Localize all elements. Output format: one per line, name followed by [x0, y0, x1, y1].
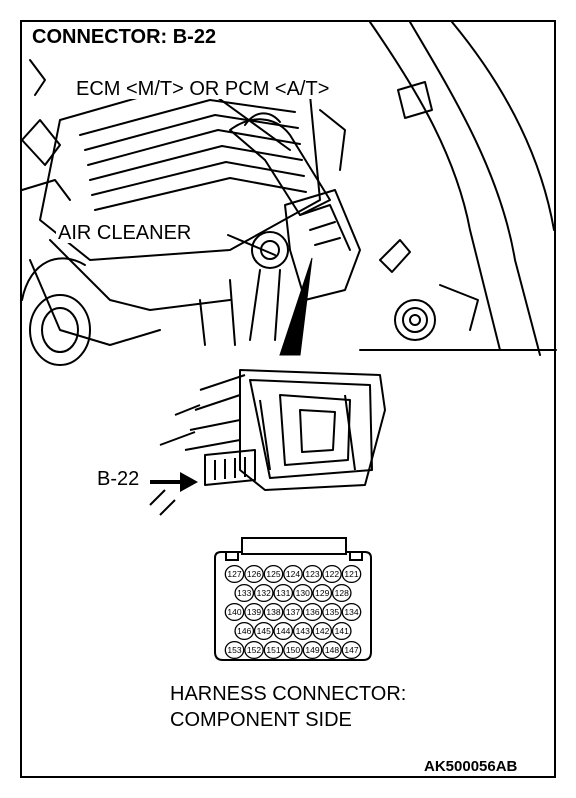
pin-cavity	[341, 564, 362, 584]
strut-bolt	[394, 299, 436, 341]
pin-number: 124	[286, 569, 300, 579]
pin-number: 139	[247, 607, 261, 617]
pin-number: 148	[325, 645, 339, 655]
pin-cavity	[302, 640, 323, 660]
pin-number: 146	[237, 626, 251, 636]
connector-latch	[241, 537, 347, 555]
pin-number: 131	[276, 588, 290, 598]
harness-label-line2: COMPONENT SIDE	[170, 709, 352, 731]
pin-number: 138	[266, 607, 280, 617]
pin-cavity	[273, 621, 294, 641]
b22-arrow	[150, 472, 198, 492]
pin-cavity	[292, 621, 313, 641]
pin-number: 127	[227, 569, 241, 579]
fender-line	[369, 21, 501, 351]
pin-number: 126	[247, 569, 261, 579]
pin-cavity	[312, 583, 333, 603]
pin-cavity	[244, 640, 264, 660]
pin-number: 132	[257, 588, 271, 598]
pin-cavity	[312, 621, 333, 641]
pin-number: 134	[344, 607, 358, 617]
pin-cavity	[283, 564, 303, 584]
pin-number: 136	[305, 607, 319, 617]
pin-number: 129	[315, 588, 329, 598]
pin-cavity	[331, 583, 352, 603]
pin-cavity	[341, 640, 362, 660]
pin-number: 141	[335, 626, 349, 636]
pin-number: 140	[227, 607, 241, 617]
harness-label-line1: HARNESS CONNECTOR:	[170, 683, 407, 705]
pin-number: 149	[305, 645, 319, 655]
pin-cavity	[322, 602, 342, 622]
pin-cavity	[341, 602, 362, 622]
pin-cavity	[331, 621, 352, 641]
pin-cavity	[244, 602, 264, 622]
pin-cavity	[283, 640, 303, 660]
connector-callout-label: B-22	[97, 468, 140, 490]
pin-cavity	[263, 602, 284, 622]
pin-number: 133	[237, 588, 251, 598]
connector-pins: 127 126 125 124 123 122 121 133 132 131 130 129 128 1…	[224, 564, 362, 660]
pin-number: 137	[286, 607, 300, 617]
pin-cavity	[253, 621, 274, 641]
pin-number: 121	[344, 569, 358, 579]
pin-number: 142	[315, 626, 329, 636]
pin-cavity	[292, 583, 313, 603]
pin-cavity	[263, 564, 284, 584]
pin-cavity	[253, 583, 274, 603]
pin-number: 123	[305, 569, 319, 579]
pin-number: 125	[266, 569, 280, 579]
pin-cavity	[224, 640, 245, 660]
pin-number: 153	[227, 645, 241, 655]
pin-number: 151	[266, 645, 280, 655]
ecm-box	[284, 189, 361, 301]
pin-number: 144	[276, 626, 290, 636]
pin-number: 145	[257, 626, 271, 636]
pin-cavity	[302, 564, 323, 584]
intake-duct	[229, 118, 331, 216]
connector-housing	[214, 551, 372, 661]
pin-number: 128	[335, 588, 349, 598]
pin-number: 122	[325, 569, 339, 579]
air-cleaner-label: AIR CLEANER	[56, 222, 194, 244]
pin-number: 152	[247, 645, 261, 655]
pin-number: 150	[286, 645, 300, 655]
pin-number: 135	[325, 607, 339, 617]
figure-code: AK500056AB	[424, 758, 518, 775]
air-cleaner-leader	[227, 234, 276, 256]
pin-number: 143	[296, 626, 310, 636]
ecm-connector-detail	[149, 369, 386, 516]
pin-cavity	[224, 564, 245, 584]
pin-number: 130	[296, 588, 310, 598]
pin-cavity	[322, 640, 342, 660]
pin-cavity	[224, 602, 245, 622]
pin-cavity	[234, 583, 255, 603]
pointer-arrow	[279, 257, 313, 356]
pin-cavity	[273, 583, 294, 603]
page-title: CONNECTOR: B-22	[32, 26, 217, 48]
pin-cavity	[263, 640, 284, 660]
ecm-leader	[209, 91, 291, 151]
pin-cavity	[322, 564, 342, 584]
harness-connector	[214, 537, 372, 661]
pin-cavity	[244, 564, 264, 584]
pin-cavity	[283, 602, 303, 622]
pin-number: 147	[344, 645, 358, 655]
pin-cavity	[302, 602, 323, 622]
ecm-label: ECM <M/T> OR PCM <A/T>	[74, 78, 332, 100]
pin-cavity	[234, 621, 255, 641]
